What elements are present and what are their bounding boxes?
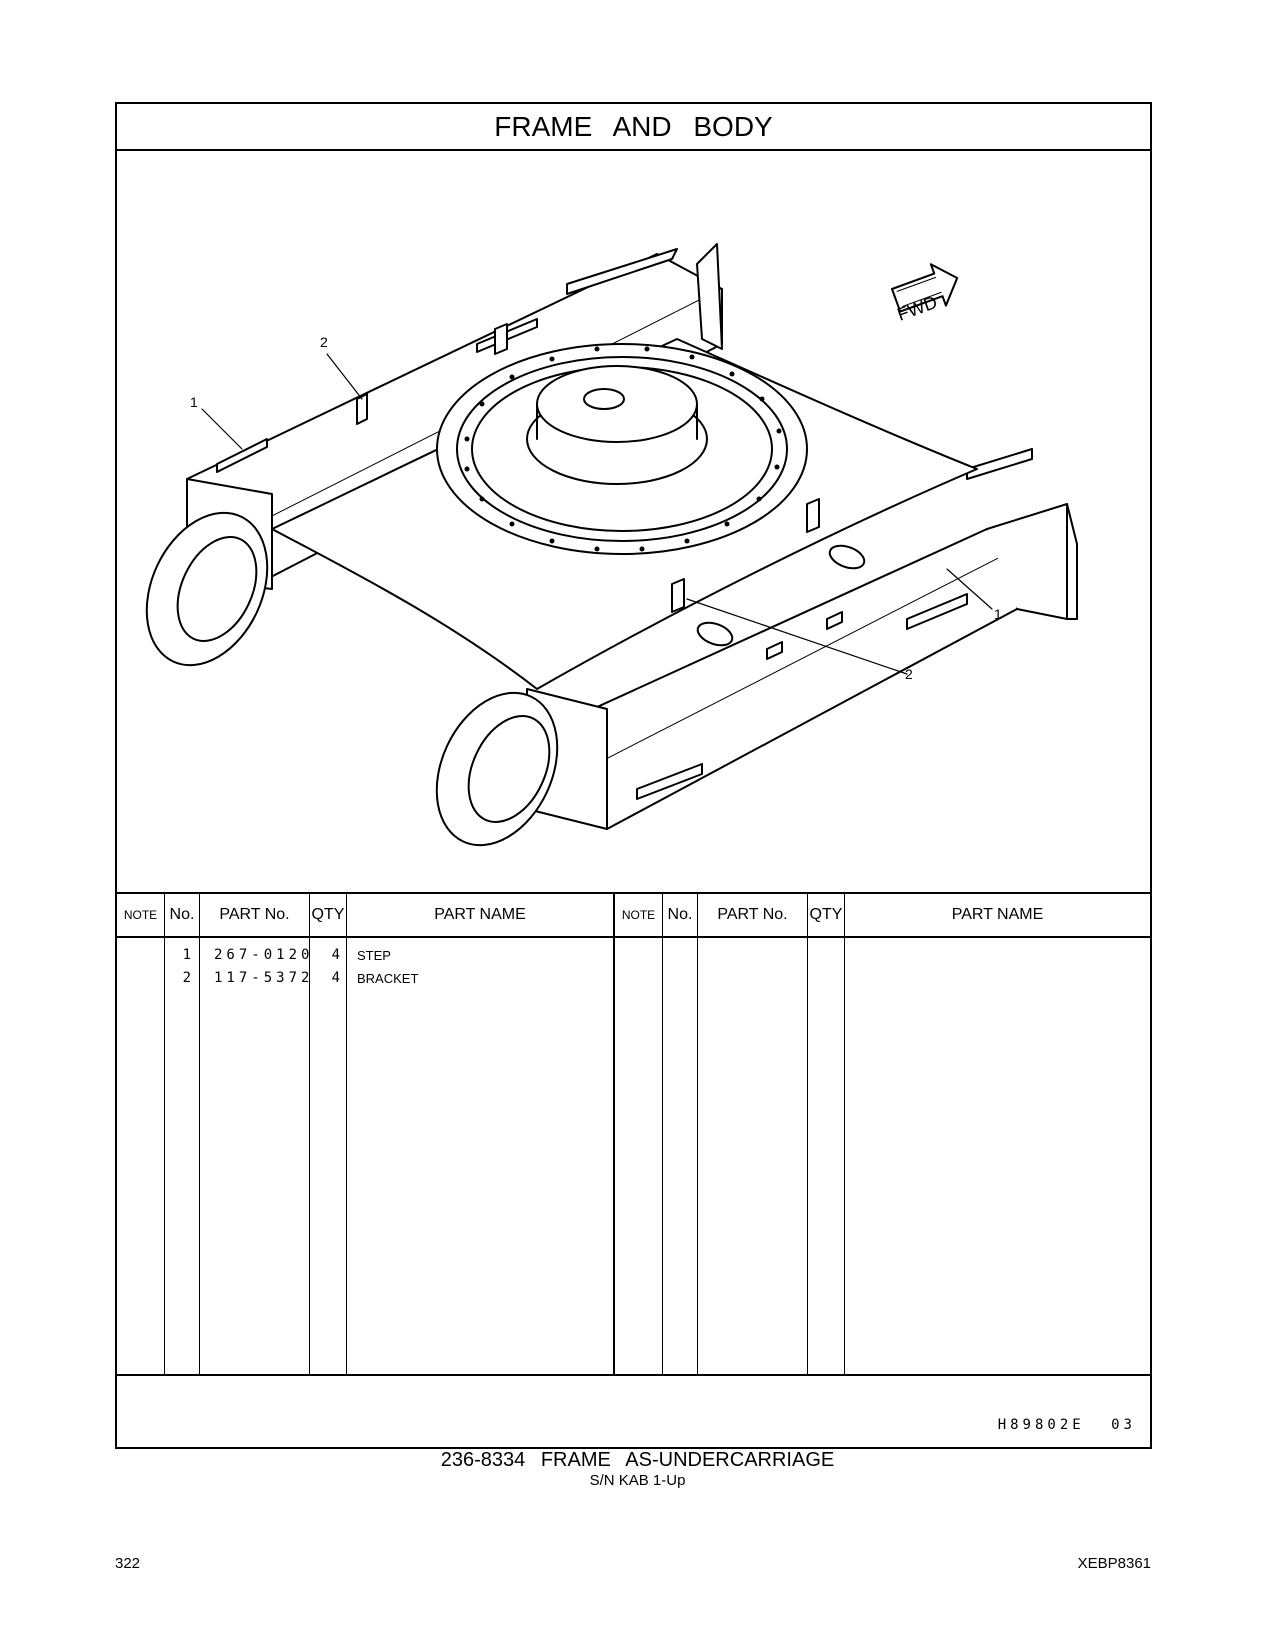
col-part-no-right: PART No. (698, 894, 808, 1374)
col-no-right: No. (663, 894, 698, 1374)
section-title-bar: FRAME AND BODY (117, 104, 1150, 151)
section-title: FRAME AND BODY (494, 111, 773, 142)
row-2-no: 2 (182, 970, 191, 986)
callout-1-upper: 1 (190, 394, 198, 410)
col-note-right: NOTE (615, 894, 663, 1374)
row-2-part-name: BRACKET (357, 971, 419, 986)
undercarriage-frame-illustration: FWD 2 1 1 2 (145, 243, 1078, 847)
col-qty-left: QTY 4 4 (310, 894, 347, 1374)
page-number: 322 (115, 1555, 141, 1572)
exploded-view-figure: FWD 2 1 1 2 (117, 149, 1150, 894)
bracket-front (806, 498, 820, 533)
figure-caption: 236-8334 FRAME AS-UNDERCARRIAGE S/N KAB … (0, 1449, 1275, 1489)
caption-serial-range: S/N KAB 1-Up (589, 1472, 686, 1489)
row-1-no: 1 (182, 947, 191, 963)
row-2-qty: 4 (331, 970, 340, 986)
col-part-name-left: PART NAME STEP BRACKET (347, 894, 615, 1374)
illustration-reference: H89802E 03 (997, 1417, 1136, 1433)
callout-2-upper: 2 (320, 334, 328, 350)
row-2-part-no: 117-5372 (214, 970, 314, 986)
bracket-rear (494, 323, 508, 355)
parts-list-table: NOTE No. 1 2 PART No. 267-0120 117-5372 … (117, 894, 1150, 1376)
row-1-part-name: STEP (357, 948, 391, 963)
col-qty-right: QTY (808, 894, 845, 1374)
row-1-qty: 4 (331, 947, 340, 963)
forward-arrow-icon (891, 263, 959, 313)
col-no-left: No. 1 2 (165, 894, 200, 1374)
col-note-left: NOTE (117, 894, 165, 1374)
row-1-part-no: 267-0120 (214, 947, 314, 963)
col-part-name-right: PART NAME (845, 894, 1150, 1374)
col-part-no-left: PART No. 267-0120 117-5372 (200, 894, 310, 1374)
bracket-right (671, 578, 685, 613)
document-id: XEBP8361 (1077, 1555, 1151, 1572)
caption-main: 236-8334 FRAME AS-UNDERCARRIAGE (440, 1449, 835, 1471)
callout-2-lower: 2 (905, 666, 913, 682)
bracket-left (356, 393, 368, 425)
callout-1-lower: 1 (994, 606, 1002, 622)
parts-sheet: FRAME AND BODY (115, 102, 1152, 1449)
